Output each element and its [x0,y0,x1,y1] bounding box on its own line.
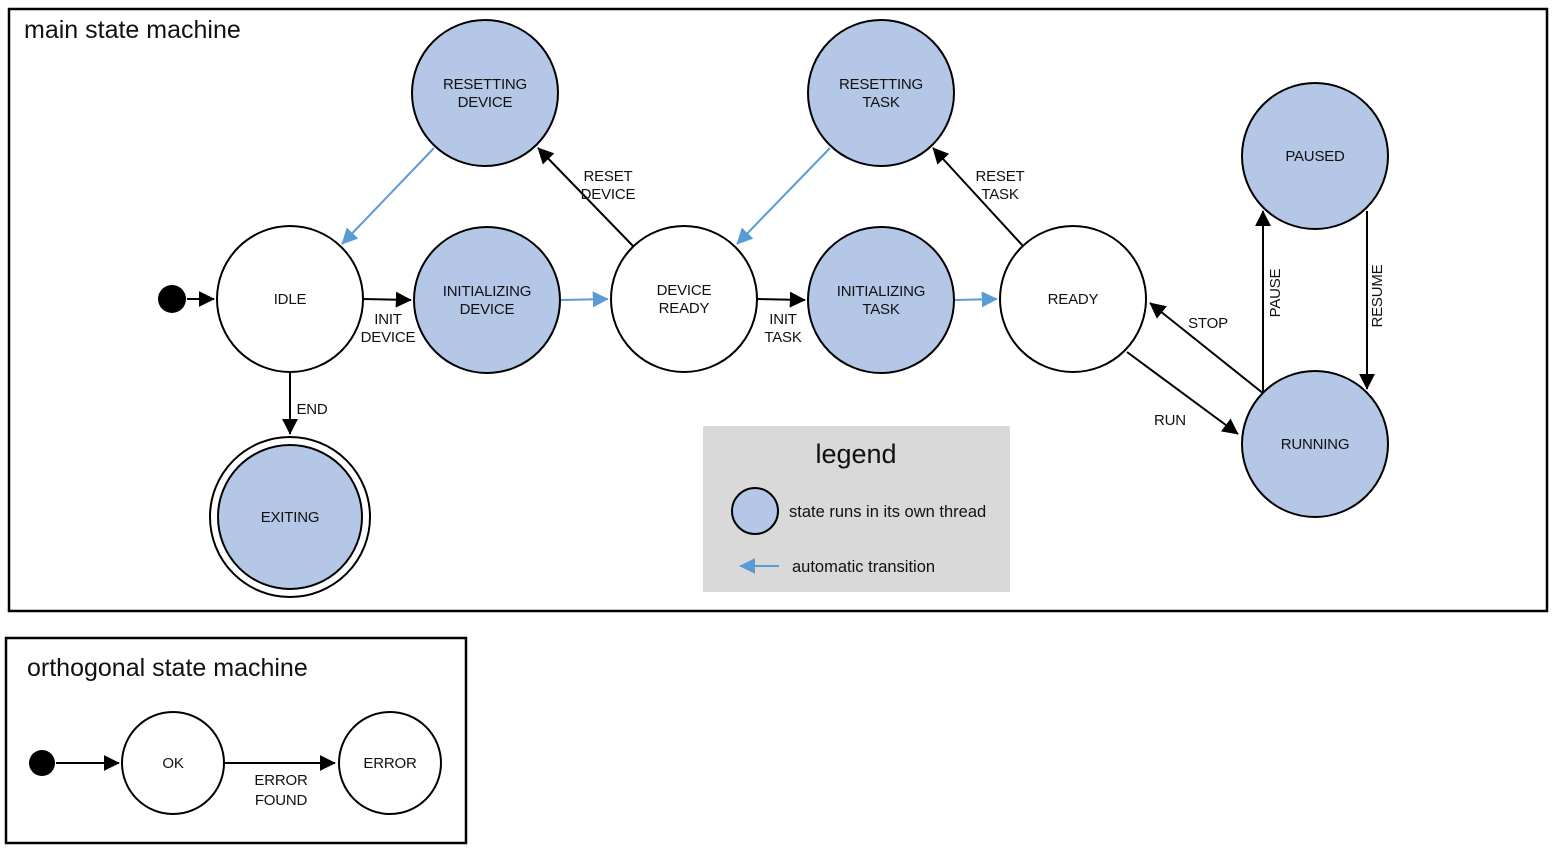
state-ready [999,225,1147,373]
state-exiting [217,444,363,590]
state-resetting-device [411,19,559,167]
transition-reset-device-line [537,147,634,247]
state-ok-label: OK [162,755,183,772]
state-initializing-task-label-2: TASK [862,301,899,318]
transition-reset-device-label-2: DEVICE [581,186,636,203]
transition-reset-device-label-1: RESET [583,168,632,185]
transition-reset-task-label-1: RESET [975,168,1024,185]
state-resetting-device-label-2: DEVICE [458,94,513,111]
state-resetting-task [807,19,955,167]
state-idle [216,225,364,373]
transition-error-found-label-2: FOUND [255,792,308,809]
legend-threaded-label: state runs in its own thread [789,503,986,521]
state-running [1241,370,1389,518]
transition-stop-label: STOP [1188,315,1228,332]
transition-init-task-line [756,291,806,308]
state-initializing-device [413,226,561,374]
state-resetting-task-label-1: RESETTING [839,76,923,93]
state-running-label: RUNNING [1281,436,1350,453]
state-device-ready-label-1: DEVICE [657,282,712,299]
legend-auto-label: automatic transition [792,558,935,576]
state-device-ready [610,225,758,373]
state-initializing-task-label-1: INITIALIZING [837,283,925,300]
transition-auto-resetdev-to-idle-line [341,147,435,245]
state-ok [121,711,225,815]
state-initializing-device-label-2: DEVICE [460,301,515,318]
legend-threaded-state-icon [731,487,779,535]
state-initializing-device-label-1: INITIALIZING [443,283,531,300]
transition-auto-resettask-to-deviceready-line [736,147,831,245]
transition-init-device-label-2: DEVICE [361,329,416,346]
state-paused [1241,82,1389,230]
transition-run-line [1126,351,1239,435]
transition-end-label: END [296,401,327,418]
state-error-label: ERROR [363,755,417,772]
orthogonal-machine-title: orthogonal state machine [27,654,308,682]
main-machine-title: main state machine [24,16,241,44]
state-initializing-task [807,226,955,374]
state-ready-label: READY [1048,291,1099,308]
transition-pause-label: PAUSE [1267,268,1284,317]
state-idle-label: IDLE [274,291,307,308]
transition-error-found-label-1: ERROR [254,772,308,789]
main-initial-state-dot [158,285,186,313]
orthogonal-initial-state-dot [29,750,55,776]
transition-init-task-label-1: INIT [769,311,797,328]
state-device-ready-label-2: READY [659,300,710,317]
state-paused-label: PAUSED [1285,148,1345,165]
transition-resume-label: RESUME [1369,264,1386,327]
state-error [338,711,442,815]
state-exiting-label: EXITING [261,509,320,526]
transition-init-device-label-1: INIT [374,311,402,328]
transition-stop-line [1149,302,1265,395]
transition-auto-initdev-to-deviceready-line [560,291,609,308]
state-resetting-device-label-1: RESETTING [443,76,527,93]
transition-reset-task-label-2: TASK [981,186,1018,203]
state-resetting-task-label-2: TASK [862,94,899,111]
transition-init-device-line [362,291,412,308]
legend-title: legend [815,439,896,469]
transition-init-task-label-2: TASK [764,329,801,346]
transition-reset-task-line [932,147,1024,247]
transition-run-label: RUN [1154,412,1186,429]
transition-auto-inittask-to-ready-line [954,291,998,308]
